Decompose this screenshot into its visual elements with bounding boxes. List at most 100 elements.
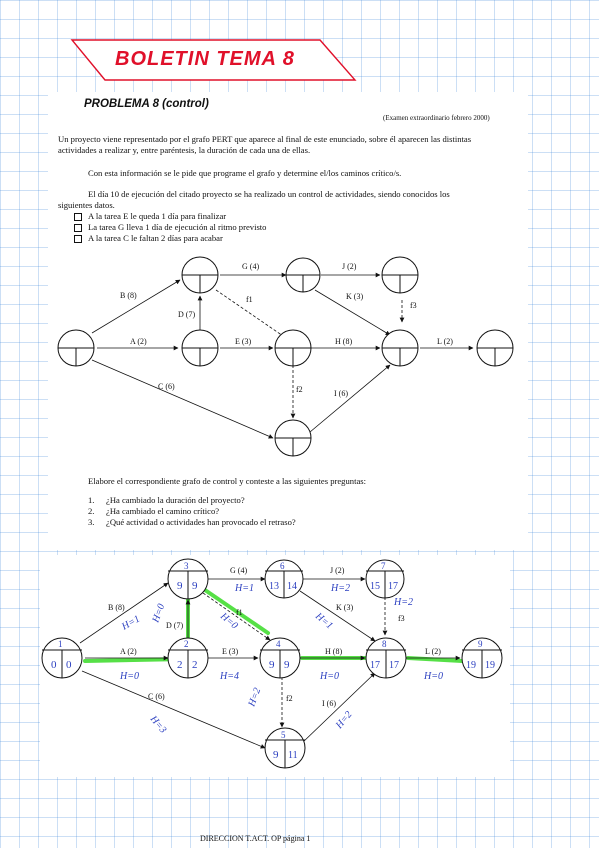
pert-node-9: 9 19 19 <box>461 637 503 679</box>
node-early: 9 <box>269 659 275 671</box>
node-late: 9 <box>192 580 198 592</box>
pert-node <box>381 329 419 367</box>
intro-text-2: actividades a realizar y, entre paréntes… <box>58 145 311 155</box>
node-early: 9 <box>177 580 183 592</box>
node-late: 11 <box>288 750 298 761</box>
pert-node-1: 1 0 0 <box>41 637 83 679</box>
arrow-f1 <box>202 592 271 641</box>
slack-H: H=0 <box>319 671 339 682</box>
node-id: 7 <box>381 561 386 571</box>
pert-graph-problem: B (8) G (4) J (2) K (3) f1 f3 D (7) A (2… <box>57 256 514 457</box>
arrow-K <box>299 590 376 642</box>
pert-node <box>285 257 321 293</box>
slack-K: H=1 <box>312 610 334 631</box>
label-H: H (8) <box>335 337 352 346</box>
slack-f3: H=2 <box>393 597 413 608</box>
label-B: B (8) <box>108 603 125 612</box>
statement-paper <box>48 92 528 550</box>
node-late: 17 <box>389 660 399 671</box>
label-f2: f2 <box>286 694 293 703</box>
node-late: 19 <box>485 660 495 671</box>
title: BOLETIN TEMA 8 <box>115 48 295 70</box>
pert-graph-solution: B (8) G (4) J (2) K (3) f1 f3 D (7) A (2… <box>41 558 503 769</box>
node-late: 2 <box>192 659 198 671</box>
node-id: 8 <box>382 639 387 649</box>
pert-node-4: 4 9 9 <box>259 637 301 679</box>
node-id: 4 <box>276 639 281 649</box>
footer: DIRECCION T.ACT. OP página 1 <box>200 834 311 843</box>
label-f2: f2 <box>296 385 303 394</box>
question-list: 1.¿Ha cambiado la duración del proyecto?… <box>88 495 296 528</box>
label-L: L (2) <box>425 647 441 656</box>
question-item: 3.¿Qué actividad o actividades han provo… <box>88 517 296 527</box>
slack-L: H=0 <box>423 671 443 682</box>
intro-text-1: Un proyecto viene representado por el gr… <box>58 134 472 144</box>
arrow-I <box>301 672 376 744</box>
pert-node-6: 6 13 14 <box>264 559 304 599</box>
label-C: C (6) <box>148 692 165 701</box>
label-f1: f1 <box>246 295 253 304</box>
node-late: 9 <box>284 659 290 671</box>
label-K: K (3) <box>346 292 363 301</box>
node-early: 13 <box>269 581 279 592</box>
node-late: 0 <box>66 659 72 671</box>
title-banner <box>70 39 357 81</box>
slack-f2: H=2 <box>246 686 263 709</box>
exam-reference: (Examen extraordinario febrero 2000) <box>383 114 490 122</box>
arrow-B <box>91 279 181 334</box>
checkbox-icon <box>74 213 82 221</box>
pert-node-5: 5 9 11 <box>264 727 306 769</box>
bullet-item: A la tarea E le queda 1 día para finaliz… <box>72 211 266 222</box>
elaborate-text: Elabore el correspondiente grafo de cont… <box>88 476 367 486</box>
label-G: G (4) <box>242 262 259 271</box>
slack-E: H=4 <box>219 671 239 682</box>
request-text: Con esta información se le pide que prog… <box>88 168 402 178</box>
node-early: 9 <box>273 749 279 761</box>
node-id: 3 <box>184 561 189 571</box>
node-id: 9 <box>478 639 483 649</box>
bullet-item: La tarea G lleva 1 día de ejecución al r… <box>72 222 266 233</box>
pert-node <box>274 329 312 367</box>
label-G: G (4) <box>230 566 247 575</box>
checkbox-icon <box>74 224 82 232</box>
label-I: I (6) <box>334 389 348 398</box>
pert-node <box>181 256 219 294</box>
critical-path-L <box>406 656 464 663</box>
label-D: D (7) <box>166 621 183 630</box>
label-A: A (2) <box>130 337 147 346</box>
node-late: 14 <box>287 581 297 592</box>
node-early: 19 <box>466 660 476 671</box>
slack-B: H=1 <box>119 614 142 634</box>
arrow-K <box>314 289 391 336</box>
label-I: I (6) <box>322 699 336 708</box>
node-early: 15 <box>370 581 380 592</box>
node-id: 6 <box>280 561 285 571</box>
slack-G: H=1 <box>234 583 254 594</box>
question-item: 1.¿Ha cambiado la duración del proyecto? <box>88 495 245 505</box>
label-f3: f3 <box>410 301 417 310</box>
label-f3: f3 <box>398 614 405 623</box>
arrow-I <box>309 364 391 433</box>
slack-I: H=2 <box>333 709 354 731</box>
label-H: H (8) <box>325 647 342 656</box>
checkbox-icon <box>74 235 82 243</box>
pert-node <box>57 329 95 367</box>
problem-heading: PROBLEMA 8 (control) <box>84 98 209 110</box>
pert-node-8: 8 17 17 <box>365 637 407 679</box>
node-id: 1 <box>58 639 63 649</box>
label-K: K (3) <box>336 603 353 612</box>
arrow-B <box>79 582 169 644</box>
pert-node <box>181 329 219 367</box>
label-L: L (2) <box>437 337 453 346</box>
bullet-list: A la tarea E le queda 1 día para finaliz… <box>72 211 266 244</box>
critical-path-f1 <box>203 588 270 635</box>
node-early: 0 <box>51 659 57 671</box>
pert-node-7: 7 15 17 <box>365 559 405 599</box>
label-f1: f1 <box>236 608 243 617</box>
arrow-C <box>81 670 266 749</box>
slack-J: H=2 <box>330 583 350 594</box>
slack-A: H=0 <box>119 671 139 682</box>
pert-node <box>476 329 514 367</box>
label-C: C (6) <box>158 382 175 391</box>
pert-node-2: 2 2 2 <box>167 637 209 679</box>
